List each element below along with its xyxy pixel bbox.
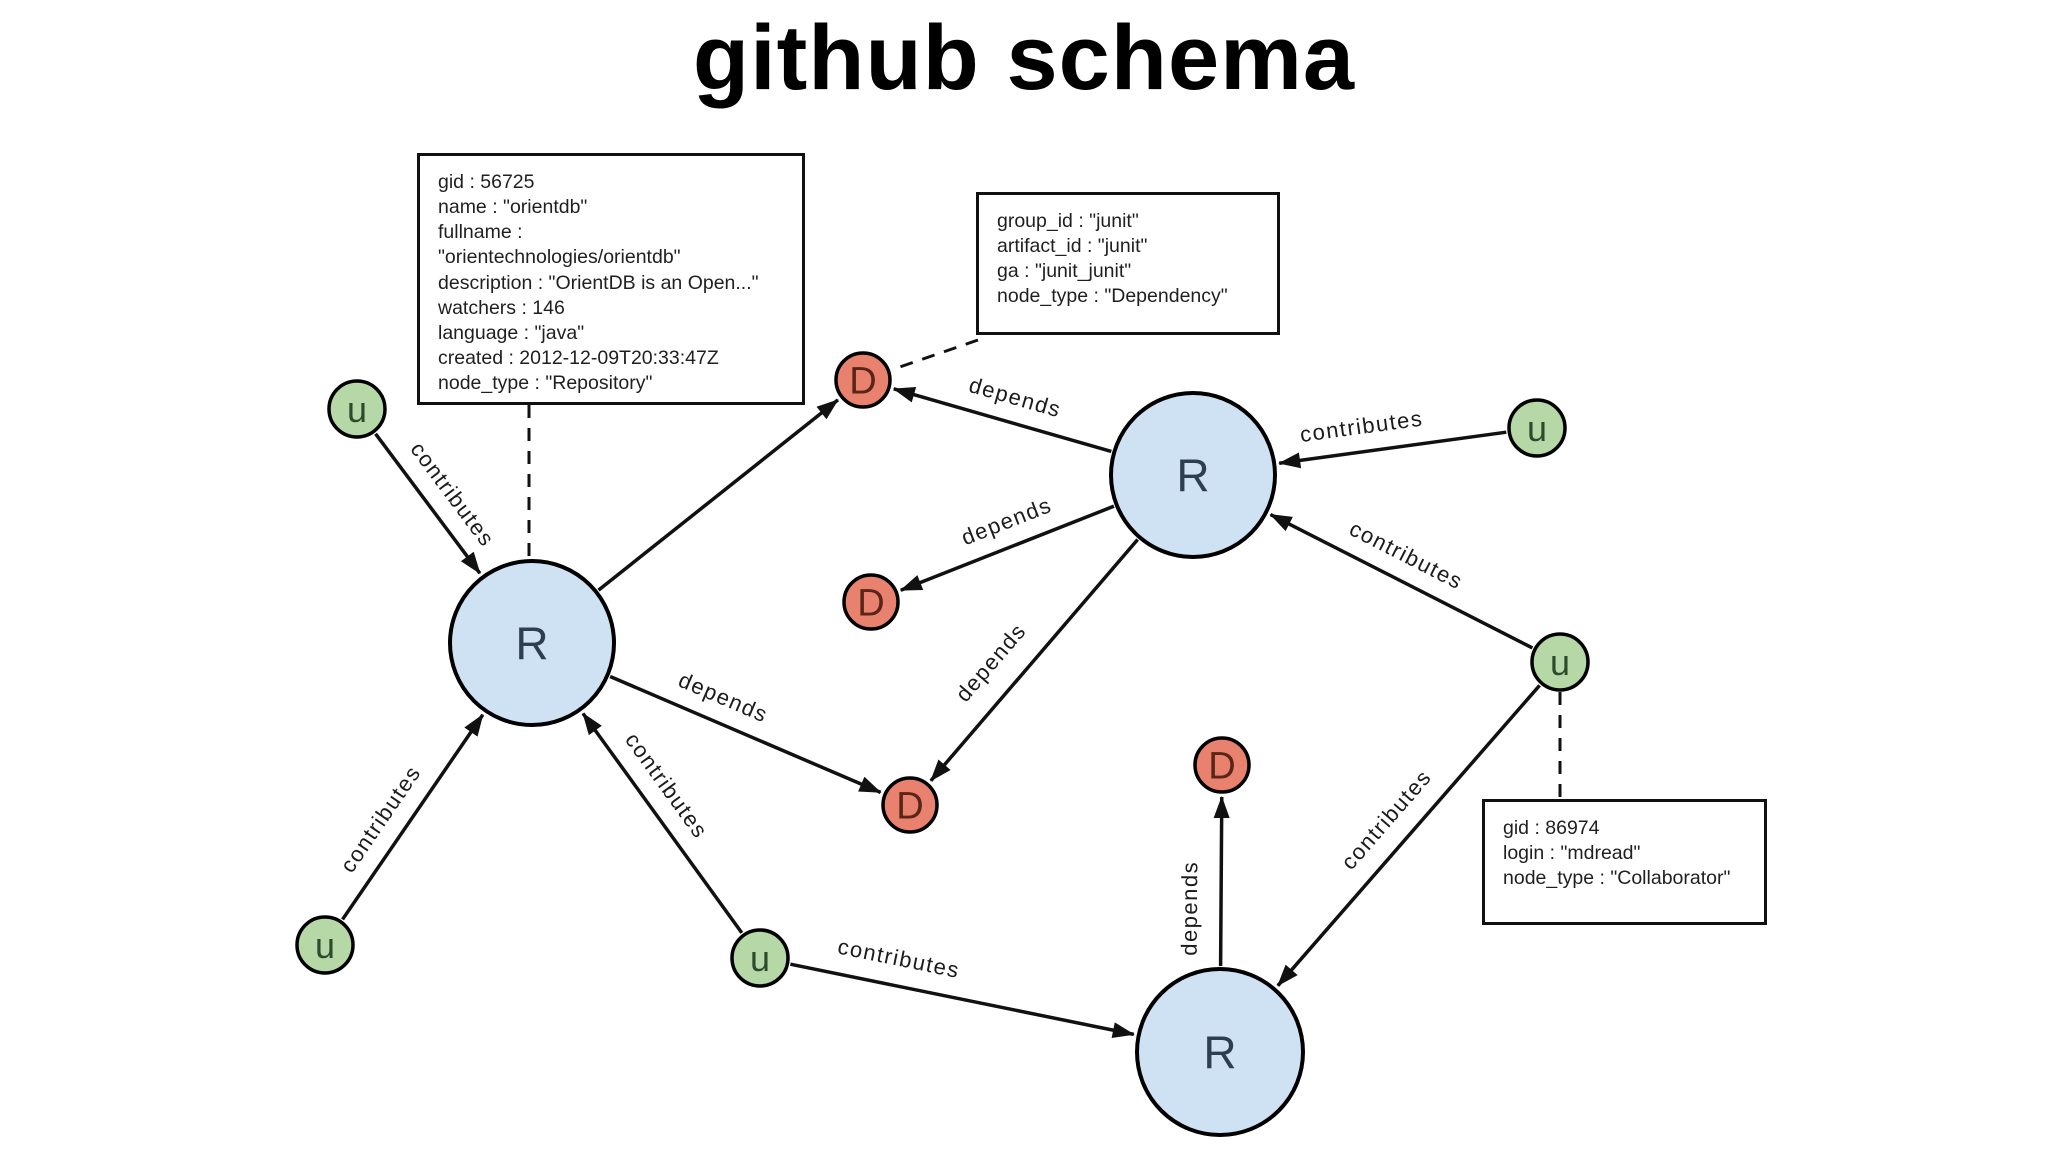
- note-line: node_type : "Dependency": [997, 285, 1228, 308]
- dependency-circle: [881, 776, 939, 834]
- repository-circle: [448, 559, 616, 727]
- node-label: u: [347, 389, 367, 430]
- user-circle: [1507, 398, 1567, 458]
- edge-label: depends: [1177, 861, 1203, 956]
- node-repository-R2: R: [1109, 391, 1277, 559]
- edge-R2-D2: [899, 504, 1115, 592]
- note-collaborator: gid : 86974 login : "mdread"node_type : "…: [1482, 799, 1767, 925]
- note-line: ga : "junit_junit": [997, 260, 1132, 283]
- edge-u2-R1: [341, 713, 485, 921]
- note-line: node_type : "Repository": [438, 372, 653, 395]
- node-user-u1: u: [327, 379, 387, 439]
- note-dependency: group_id : "junit" artifact_id : "junit"g…: [976, 192, 1280, 335]
- node-label: R: [1203, 1027, 1236, 1079]
- edge-R2-D3: [929, 538, 1139, 782]
- edge-R3-D4: [1213, 795, 1230, 967]
- node-user-u5: u: [1530, 632, 1590, 692]
- node-label: R: [515, 618, 548, 670]
- node-label: u: [315, 925, 335, 966]
- node-user-u4: u: [1507, 398, 1567, 458]
- edge-u3-R1: [581, 712, 744, 934]
- dependency-circle: [1193, 736, 1251, 794]
- node-label: u: [1550, 642, 1570, 683]
- note-line: language : "java": [438, 321, 585, 344]
- node-user-u3: u: [730, 928, 790, 988]
- note-line: watchers : 146: [438, 296, 565, 319]
- user-circle: [730, 928, 790, 988]
- node-label: D: [896, 786, 923, 828]
- node-repository-R1: R: [448, 559, 616, 727]
- note-line: gid : 56725: [438, 171, 535, 193]
- edge-R1-D3: [609, 674, 882, 795]
- note-dependency-connector: [890, 338, 979, 372]
- note-line: name : "orientdb": [438, 196, 588, 219]
- user-circle: [327, 379, 387, 439]
- note-repository: gid : 56725 name : "orientdb"fullname :"o…: [417, 153, 805, 405]
- note-line: login : "mdread": [1503, 842, 1641, 865]
- edge-u3-R3: [790, 962, 1135, 1039]
- node-dependency-D1: D: [834, 351, 892, 409]
- dependency-circle: [834, 351, 892, 409]
- node-label: u: [750, 938, 770, 979]
- edge-u1-R1: [374, 432, 482, 575]
- node-label: D: [1208, 746, 1235, 788]
- note-line: "orientechnologies/orientdb": [438, 246, 681, 269]
- edge-label: contributes: [1298, 405, 1424, 447]
- edge-label: depends: [958, 492, 1055, 550]
- user-circle: [295, 915, 355, 975]
- dependency-circle: [842, 573, 900, 631]
- node-dependency-D2: D: [842, 573, 900, 631]
- node-label: u: [1527, 408, 1547, 449]
- note-line: group_id : "junit": [997, 210, 1139, 232]
- node-label: R: [1176, 450, 1209, 502]
- node-dependency-D4: D: [1193, 736, 1251, 794]
- note-line: gid : 86974: [1503, 817, 1600, 839]
- edge-u5-R3: [1276, 684, 1541, 987]
- edge-label: depends: [675, 667, 772, 727]
- repository-circle: [1135, 967, 1305, 1137]
- note-line: node_type : "Collaborator": [1503, 867, 1731, 890]
- edge-u4-R2: [1278, 430, 1507, 469]
- edge-R2-D1: [892, 386, 1112, 454]
- user-circle: [1530, 632, 1590, 692]
- page-title: github schema: [692, 7, 1356, 109]
- connectors-layer: [527, 338, 1562, 797]
- node-label: D: [857, 583, 884, 625]
- note-line: created : 2012-12-09T20:33:47Z: [438, 346, 719, 369]
- note-line: artifact_id : "junit": [997, 235, 1148, 258]
- node-repository-R3: R: [1135, 967, 1305, 1137]
- node-user-u2: u: [295, 915, 355, 975]
- edge-u5-R2: [1269, 512, 1534, 650]
- repository-circle: [1109, 391, 1277, 559]
- note-line: fullname :: [438, 221, 523, 244]
- edge-label: depends: [950, 618, 1031, 706]
- node-dependency-D3: D: [881, 776, 939, 834]
- node-label: D: [849, 361, 876, 403]
- edge-R1-D1: [597, 398, 840, 592]
- note-line: description : "OrientDB is an Open...": [438, 271, 759, 294]
